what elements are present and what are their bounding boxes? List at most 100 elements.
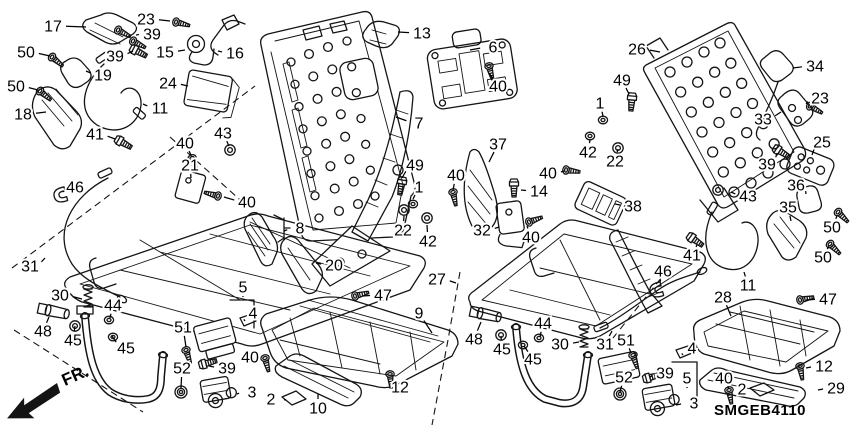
callout-49: 49: [613, 73, 631, 90]
callout-40: 40: [522, 230, 540, 247]
frame-hole: [717, 166, 729, 178]
callout-20: 20: [325, 258, 343, 275]
frame-hole: [331, 86, 342, 97]
leader-line: [649, 374, 653, 378]
callout-45: 45: [524, 352, 542, 369]
leader-line: [539, 331, 542, 338]
frame-hole: [779, 158, 791, 170]
callout-18: 18: [14, 107, 32, 124]
leader-line: [423, 320, 433, 334]
callout-45: 45: [493, 342, 511, 359]
frame-hole: [361, 139, 371, 149]
callout-38: 38: [624, 199, 642, 216]
callout-52: 52: [615, 370, 633, 387]
callout-40: 40: [447, 168, 465, 185]
callout-41: 41: [683, 248, 701, 265]
leader-line: [183, 335, 187, 348]
frame-hole: [751, 147, 763, 159]
leader-line: [158, 19, 171, 22]
leader-line: [811, 148, 815, 156]
leader-line: [127, 50, 134, 55]
leader-line: [35, 111, 47, 114]
frame-hole: [736, 77, 748, 89]
frame-hole: [308, 71, 319, 82]
callout-leader-lines: [28, 19, 838, 406]
leader-line: [111, 335, 117, 343]
callout-12: 12: [391, 380, 409, 397]
leader-line: [283, 229, 288, 232]
callout-3: 3: [248, 385, 257, 402]
callout-28: 28: [714, 290, 732, 307]
frame-hole: [333, 205, 345, 217]
leader-line: [805, 298, 816, 301]
leader-line: [142, 103, 148, 107]
leader-line: [775, 152, 778, 158]
callout-49: 49: [406, 158, 424, 175]
leader-line: [826, 245, 830, 250]
leader-line: [789, 215, 792, 222]
callout-15: 15: [156, 45, 174, 62]
callout-48: 48: [34, 324, 52, 341]
leader-line: [395, 116, 407, 122]
callout-25: 25: [813, 135, 831, 152]
frame-hole: [675, 86, 687, 98]
leader-line: [743, 271, 746, 277]
leader-line: [774, 111, 782, 117]
frame-hole: [322, 41, 334, 53]
leader-line: [476, 321, 482, 331]
leader-line: [628, 348, 632, 354]
frame-hole: [298, 124, 308, 134]
frame-hole: [746, 97, 759, 110]
frame-hole: [316, 116, 327, 127]
frame-hole: [724, 137, 736, 149]
frame-hole: [347, 62, 357, 72]
frame-hole: [714, 37, 726, 49]
callout-43: 43: [214, 126, 232, 143]
frame-hole: [344, 154, 355, 165]
leader-line: [601, 111, 604, 117]
frame-hole: [356, 113, 366, 124]
leader-line: [619, 385, 623, 393]
frame-hole: [741, 127, 753, 139]
callout-30: 30: [551, 337, 569, 354]
leader-line: [38, 52, 51, 57]
leader-line: [226, 140, 230, 147]
leader-line: [681, 353, 684, 356]
callout-40: 40: [715, 371, 733, 388]
leader-line: [41, 257, 46, 263]
callout-32: 32: [473, 223, 491, 240]
frame-hole: [734, 157, 746, 169]
callout-12: 12: [815, 359, 833, 376]
callout-22: 22: [606, 154, 624, 171]
leader-line: [792, 66, 803, 69]
leader-line: [177, 49, 186, 52]
callout-7: 7: [415, 116, 424, 133]
callout-47: 47: [819, 292, 837, 309]
leader-line: [28, 87, 39, 91]
callout-39: 39: [758, 157, 776, 174]
callout-8: 8: [296, 221, 305, 238]
leader-line: [488, 151, 495, 163]
leader-line: [523, 345, 529, 352]
callout-52: 52: [173, 361, 191, 378]
frame-hole: [730, 106, 742, 119]
frame-hole: [302, 146, 312, 156]
callout-50: 50: [823, 220, 841, 237]
callout-13: 13: [413, 26, 431, 43]
callout-43: 43: [739, 189, 757, 206]
callout-24: 24: [159, 76, 177, 93]
callout-34: 34: [806, 59, 824, 76]
leader-line: [588, 139, 591, 144]
callout-44: 44: [104, 298, 122, 315]
callout-10: 10: [309, 401, 327, 418]
callout-39: 39: [656, 366, 674, 383]
callout-40: 40: [238, 195, 256, 212]
callout-2: 2: [267, 392, 276, 409]
frame-hole: [728, 186, 740, 198]
frame-hole: [692, 76, 704, 88]
leader-line: [315, 262, 322, 265]
callout-51: 51: [617, 333, 635, 350]
frame-hole: [696, 126, 708, 138]
